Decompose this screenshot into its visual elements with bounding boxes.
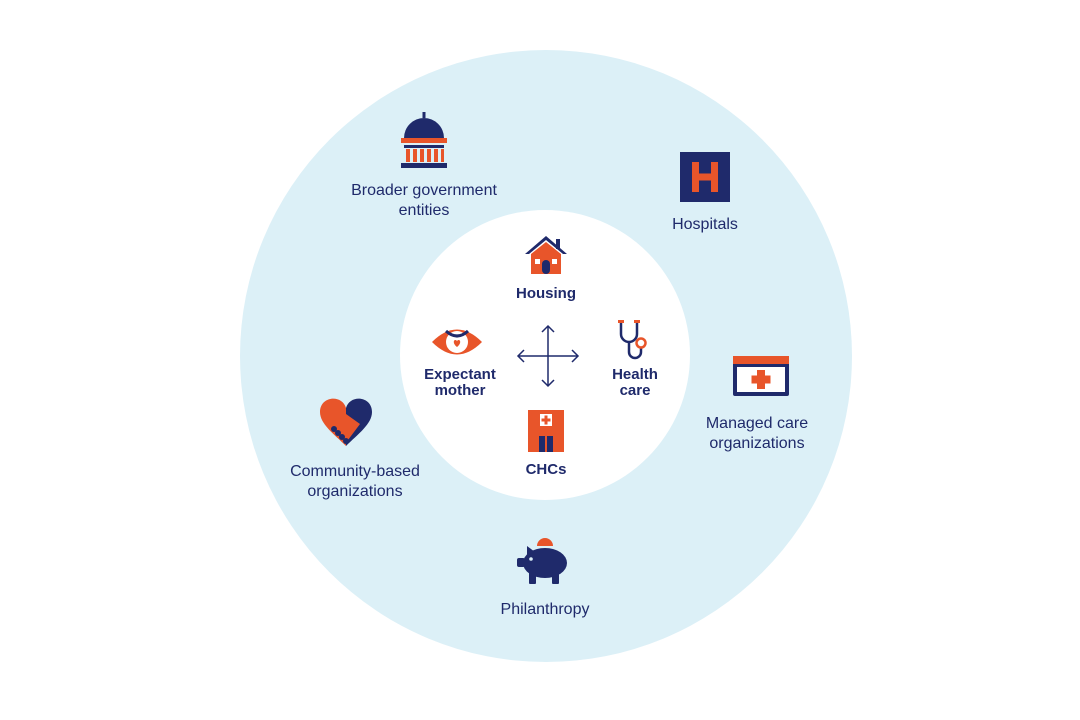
mother-label: Expectant mother	[424, 366, 496, 399]
community-label: Community-based organizations	[290, 463, 420, 500]
clinic-building-icon	[528, 410, 564, 452]
stethoscope-icon	[618, 320, 647, 360]
government-label: Broader government entities	[351, 182, 497, 219]
hospital-h-icon	[680, 152, 730, 202]
expectant-mother-icon	[432, 329, 482, 355]
capitol-icon	[401, 112, 447, 168]
managed-care-label: Managed care organizations	[705, 415, 809, 452]
chcs-label: CHCs	[525, 461, 567, 478]
philanthropy-label: Philanthropy	[500, 601, 590, 618]
four-way-arrows-icon	[516, 324, 580, 388]
heart-handshake-icon	[320, 398, 372, 446]
piggy-bank-icon	[517, 538, 567, 584]
house-icon	[525, 236, 567, 274]
hospitals-label: Hospitals	[672, 216, 738, 233]
health-care-label: Health care	[612, 366, 658, 399]
medical-kit-icon	[733, 356, 789, 396]
housing-label: Housing	[516, 285, 576, 302]
